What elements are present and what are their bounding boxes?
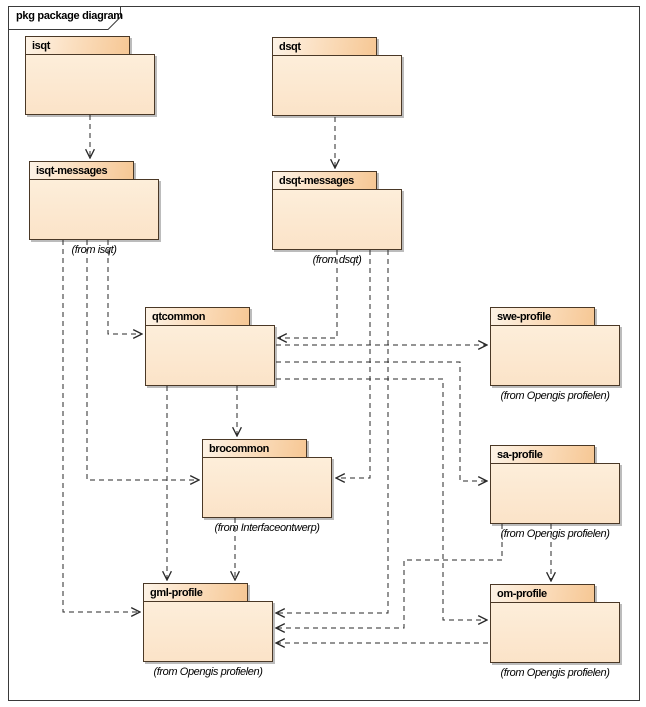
package-body <box>143 601 273 662</box>
package-isqt-messages[interactable]: isqt-messages (from isqt) <box>29 161 159 256</box>
package-tab: dsqt-messages <box>272 171 377 190</box>
package-name: qtcommon <box>152 311 206 323</box>
package-body <box>490 602 620 663</box>
package-om-profile[interactable]: om-profile (from Opengis profielen) <box>490 584 620 679</box>
frame-title: pkg package diagram <box>16 10 123 22</box>
package-body <box>272 189 402 250</box>
package-tab: isqt <box>25 36 130 55</box>
package-tab: isqt-messages <box>29 161 134 180</box>
frame-title-tab <box>8 6 121 30</box>
package-body <box>272 55 402 116</box>
package-tab: sa-profile <box>490 445 595 464</box>
package-tab: swe-profile <box>490 307 595 326</box>
package-from-label: (from Interfaceontwerp) <box>214 522 320 534</box>
package-tab: brocommon <box>202 439 307 458</box>
package-swe-profile[interactable]: swe-profile (from Opengis profielen) <box>490 307 620 402</box>
package-tab: qtcommon <box>145 307 250 326</box>
package-body <box>25 54 155 115</box>
package-name: isqt <box>32 40 50 52</box>
package-from-label: (from Opengis profielen) <box>500 390 610 402</box>
package-from-label: (from isqt) <box>71 244 117 256</box>
package-name: om-profile <box>497 588 547 600</box>
package-name: dsqt <box>279 41 301 53</box>
package-name: gml-profile <box>150 587 203 599</box>
package-gml-profile[interactable]: gml-profile (from Opengis profielen) <box>143 583 273 678</box>
package-body <box>145 325 275 386</box>
package-name: brocommon <box>209 443 269 455</box>
package-name: sa-profile <box>497 449 543 461</box>
package-qtcommon[interactable]: qtcommon <box>145 307 275 386</box>
package-from-label: (from Opengis profielen) <box>500 667 610 679</box>
package-body <box>202 457 332 518</box>
package-name: isqt-messages <box>36 165 108 177</box>
package-tab: dsqt <box>272 37 377 56</box>
package-isqt[interactable]: isqt <box>25 36 155 115</box>
package-body <box>29 179 159 240</box>
package-tab: om-profile <box>490 584 595 603</box>
package-body <box>490 325 620 386</box>
package-from-label: (from Opengis profielen) <box>153 666 263 678</box>
package-from-label: (from Opengis profielen) <box>500 528 610 540</box>
package-name: swe-profile <box>497 311 551 323</box>
package-tab: gml-profile <box>143 583 248 602</box>
package-brocommon[interactable]: brocommon (from Interfaceontwerp) <box>202 439 332 534</box>
package-dsqt[interactable]: dsqt <box>272 37 402 116</box>
package-from-label: (from dsqt) <box>312 254 362 266</box>
package-body <box>490 463 620 524</box>
package-dsqt-messages[interactable]: dsqt-messages (from dsqt) <box>272 171 402 266</box>
package-sa-profile[interactable]: sa-profile (from Opengis profielen) <box>490 445 620 540</box>
package-name: dsqt-messages <box>279 175 354 187</box>
